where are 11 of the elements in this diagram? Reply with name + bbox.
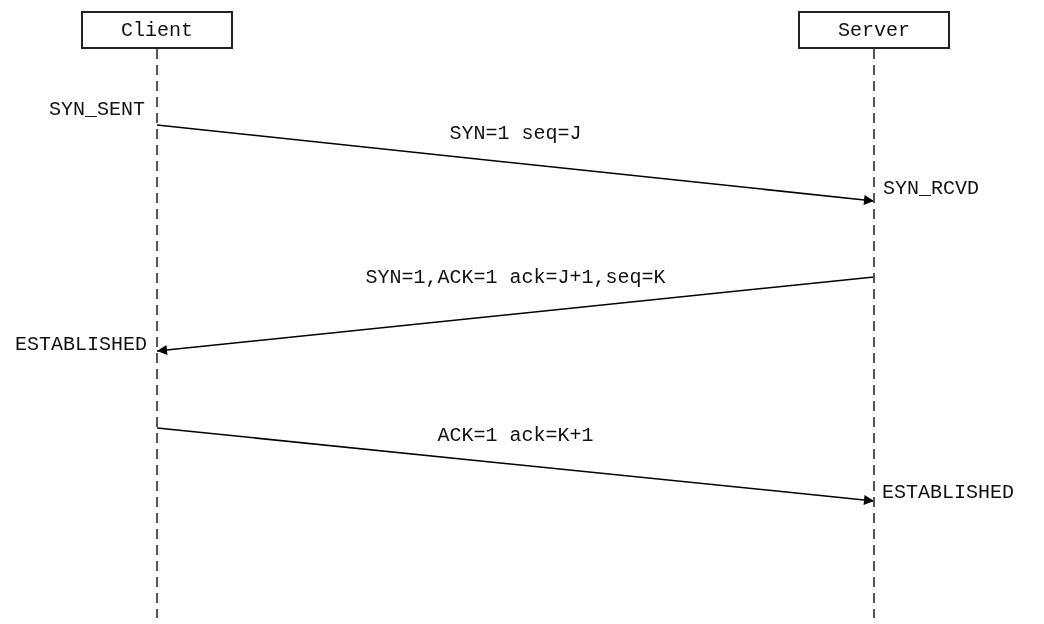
state-label: ESTABLISHED <box>14 335 147 355</box>
state-label: SYN_SENT <box>49 100 145 120</box>
state-label: ESTABLISHED <box>882 483 1015 503</box>
arrow <box>156 427 875 505</box>
state-label: SYN_RCVD <box>883 179 979 199</box>
arrow <box>156 276 875 355</box>
arrow <box>156 124 875 205</box>
edge-label: SYN=1 seq=J <box>449 124 582 144</box>
participant-box: Server <box>798 11 950 49</box>
participant-box: Client <box>81 11 233 49</box>
edge-label: SYN=1,ACK=1 ack=J+1,seq=K <box>365 268 666 288</box>
